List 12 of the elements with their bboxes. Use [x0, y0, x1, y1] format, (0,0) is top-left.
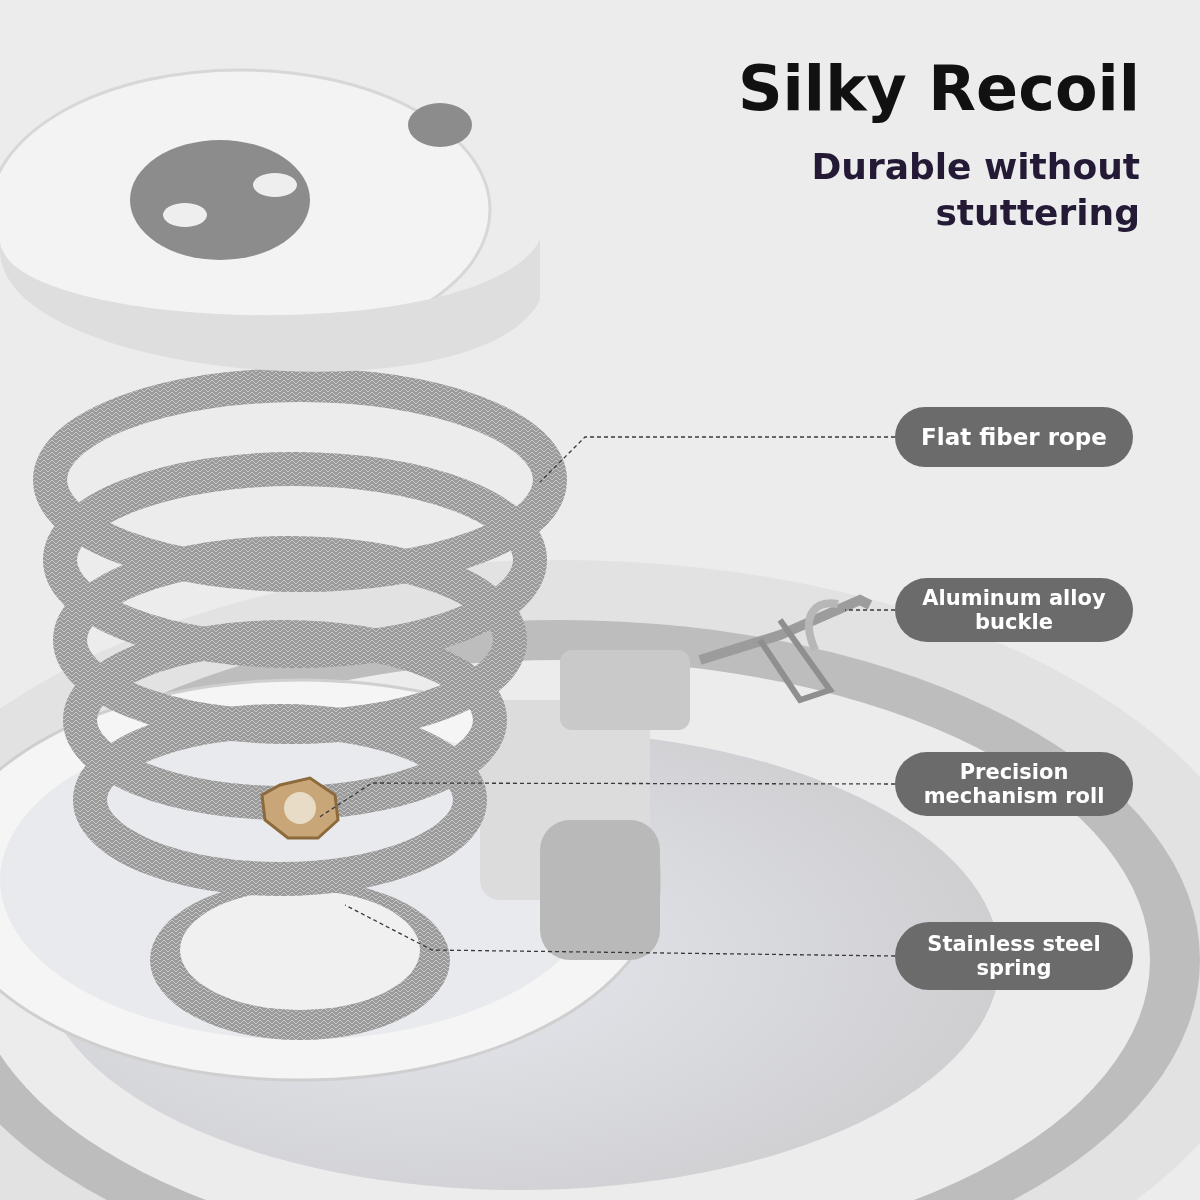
callout-pill: [895, 752, 1133, 816]
leader-line: [317, 782, 896, 819]
part-label: Precision mechanism roll: [922, 759, 1106, 809]
leader-line: [539, 436, 896, 483]
subtitle: Durable without stuttering: [810, 144, 1140, 236]
part-label: Flat fiber rope: [921, 423, 1107, 451]
leader-line: [344, 904, 896, 957]
part-label: Aluminum alloy buckle: [921, 585, 1107, 635]
title: Silky Recoil: [737, 51, 1140, 127]
leader-line: [844, 609, 896, 611]
part-label: Stainless steel spring: [926, 931, 1102, 981]
callout-pill: [895, 407, 1133, 467]
